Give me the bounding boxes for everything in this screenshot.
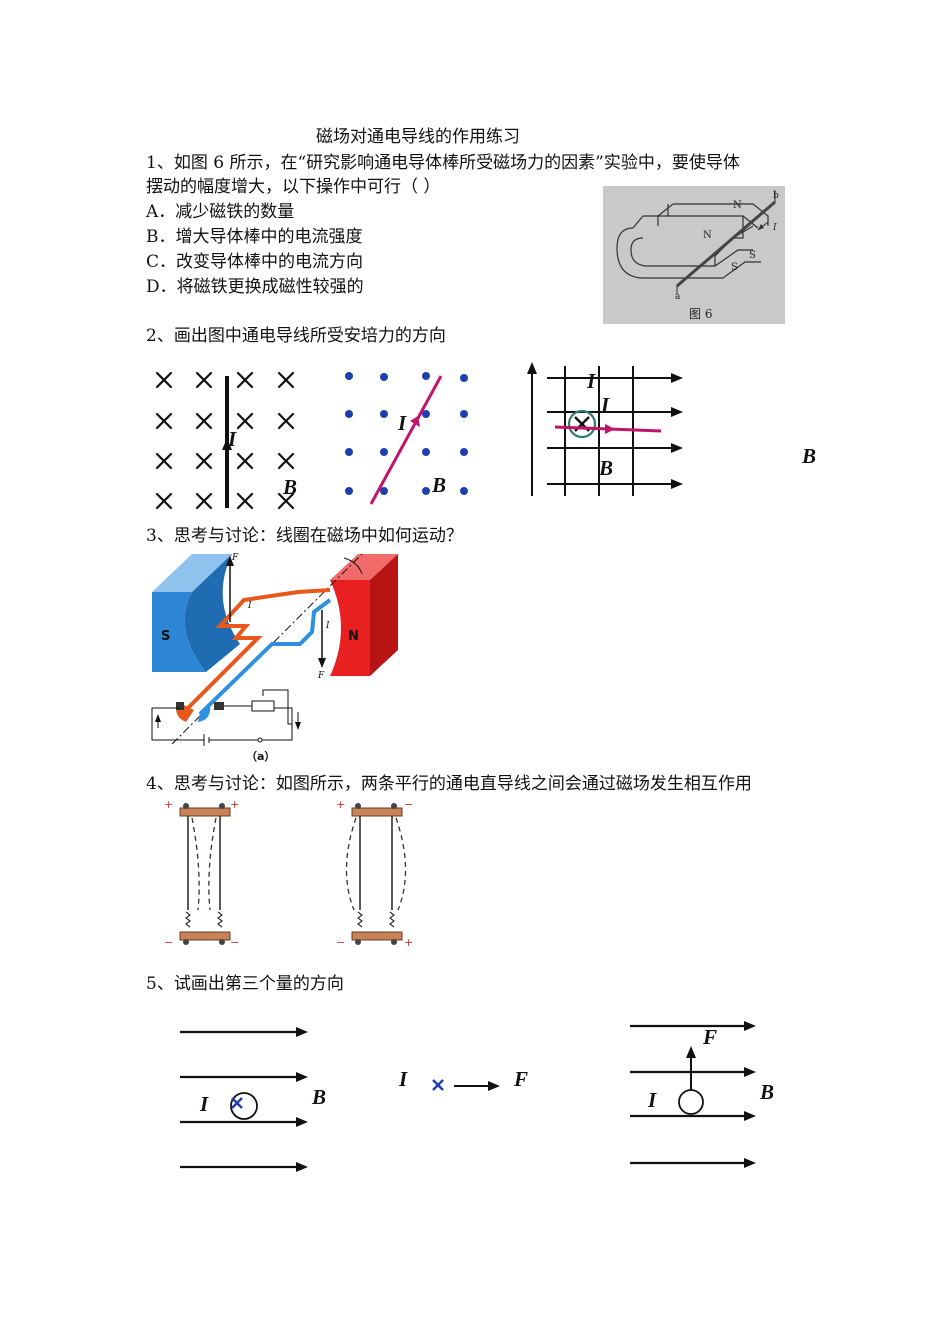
q5-fig3-field-lines [630, 1021, 756, 1168]
q3-current-left: I [247, 601, 252, 611]
q2-fig3-label-i2: I [601, 393, 610, 417]
q3-figure-coil-in-magnet: S N F F I I （a） [151, 553, 398, 763]
q3-caption: （a） [246, 750, 275, 763]
q4-fig2-repelling-wires: + − − + [336, 798, 413, 949]
q2-fig2-dot-field [345, 372, 468, 505]
q1-stem-line2: 摆动的幅度增大，以下操作中可行（ ） [146, 177, 441, 197]
q4-fig2-tl: + [336, 798, 345, 811]
q3-force-bottom: F [317, 671, 325, 681]
q5-stem: 5、试画出第三个量的方向 [146, 974, 344, 994]
q1-stem-line1: 1、如图 6 所示，在“研究影响通电导体棒所受磁场力的因素”实验中，要使导体 [146, 153, 740, 173]
q3-force-top: F [231, 553, 239, 563]
q2-stem: 2、画出图中通电导线所受安培力的方向 [146, 326, 446, 346]
q5-fig2-force-arrow [432, 1079, 500, 1091]
q4-fig2-br: + [404, 936, 413, 949]
q3-current-right: I [325, 621, 330, 631]
q5-fig1-field-lines [180, 1027, 308, 1172]
q1-fig-label-b: b [773, 191, 779, 201]
wire-circle [567, 409, 597, 439]
q4-fig1-bl: − [164, 936, 173, 949]
q1-fig-caption: 图 6 [689, 307, 712, 321]
q2-fig2-label-b: B [432, 473, 447, 497]
q4-fig1-tl: + [164, 798, 173, 811]
q2-fig2-label-i: I [398, 411, 407, 435]
q1-option-b[interactable]: B．增大导体棒中的电流强度 [146, 227, 363, 247]
q1-fig-label-n2: N [703, 230, 712, 241]
q5-fig2-label-i: I [399, 1067, 408, 1091]
q3-magnet-n: N [348, 629, 359, 644]
q4-fig1-br: − [230, 936, 239, 949]
q2-fig3-label-b: B [599, 456, 614, 480]
q4-stem: 4、思考与讨论：如图所示，两条平行的通电直导线之间会通过磁场发生相互作用 [146, 774, 752, 794]
q3-magnet-s: S [161, 629, 170, 644]
q4-fig1-attracting-wires: + + − − [164, 798, 239, 949]
q5-fig1-label-i: I [200, 1092, 209, 1116]
q2-fig1-label-i: I [228, 427, 237, 451]
q5-fig2-label-f: F [514, 1067, 529, 1091]
q1-option-c[interactable]: C．改变导体棒中的电流方向 [146, 252, 364, 272]
q3-stem: 3、思考与讨论：线圈在磁场中如何运动？ [146, 526, 463, 546]
q2-fig3-label-i1: I [587, 369, 596, 393]
q1-option-d[interactable]: D．将磁铁更换成磁性较强的 [146, 277, 364, 297]
q2-fig1-label-b: B [283, 475, 298, 499]
wire-circle [678, 1089, 704, 1115]
q4-fig2-tr: − [404, 798, 413, 811]
q5-fig3-label-i: I [648, 1088, 657, 1112]
q1-figure-magnets: N N S S a b I 图 6 [603, 186, 785, 324]
q1-fig-label-s1: S [749, 250, 756, 261]
q1-fig-label-n1: N [733, 200, 742, 211]
wire-circle [230, 1092, 258, 1120]
page-title: 磁场对通电导线的作用练习 [316, 127, 520, 147]
q2-fig1-cross-field [155, 371, 295, 510]
q5-fig3-label-b: B [760, 1080, 775, 1104]
q4-fig1-tr: + [230, 798, 239, 811]
q1-fig-label-a: a [675, 292, 681, 302]
cross-mark [155, 371, 173, 389]
q1-option-a[interactable]: A．减少磁铁的数量 [146, 202, 295, 222]
q4-fig2-bl: − [336, 936, 345, 949]
q2-far-label-b: B [802, 444, 817, 468]
current-wire [369, 375, 443, 505]
q5-fig1-label-b: B [312, 1085, 327, 1109]
q2-fig3-grid-field [527, 362, 683, 496]
q1-fig-label-s2: S [731, 262, 738, 273]
q5-fig3-label-f: F [703, 1025, 718, 1049]
q1-fig-label-i: I [772, 223, 777, 233]
